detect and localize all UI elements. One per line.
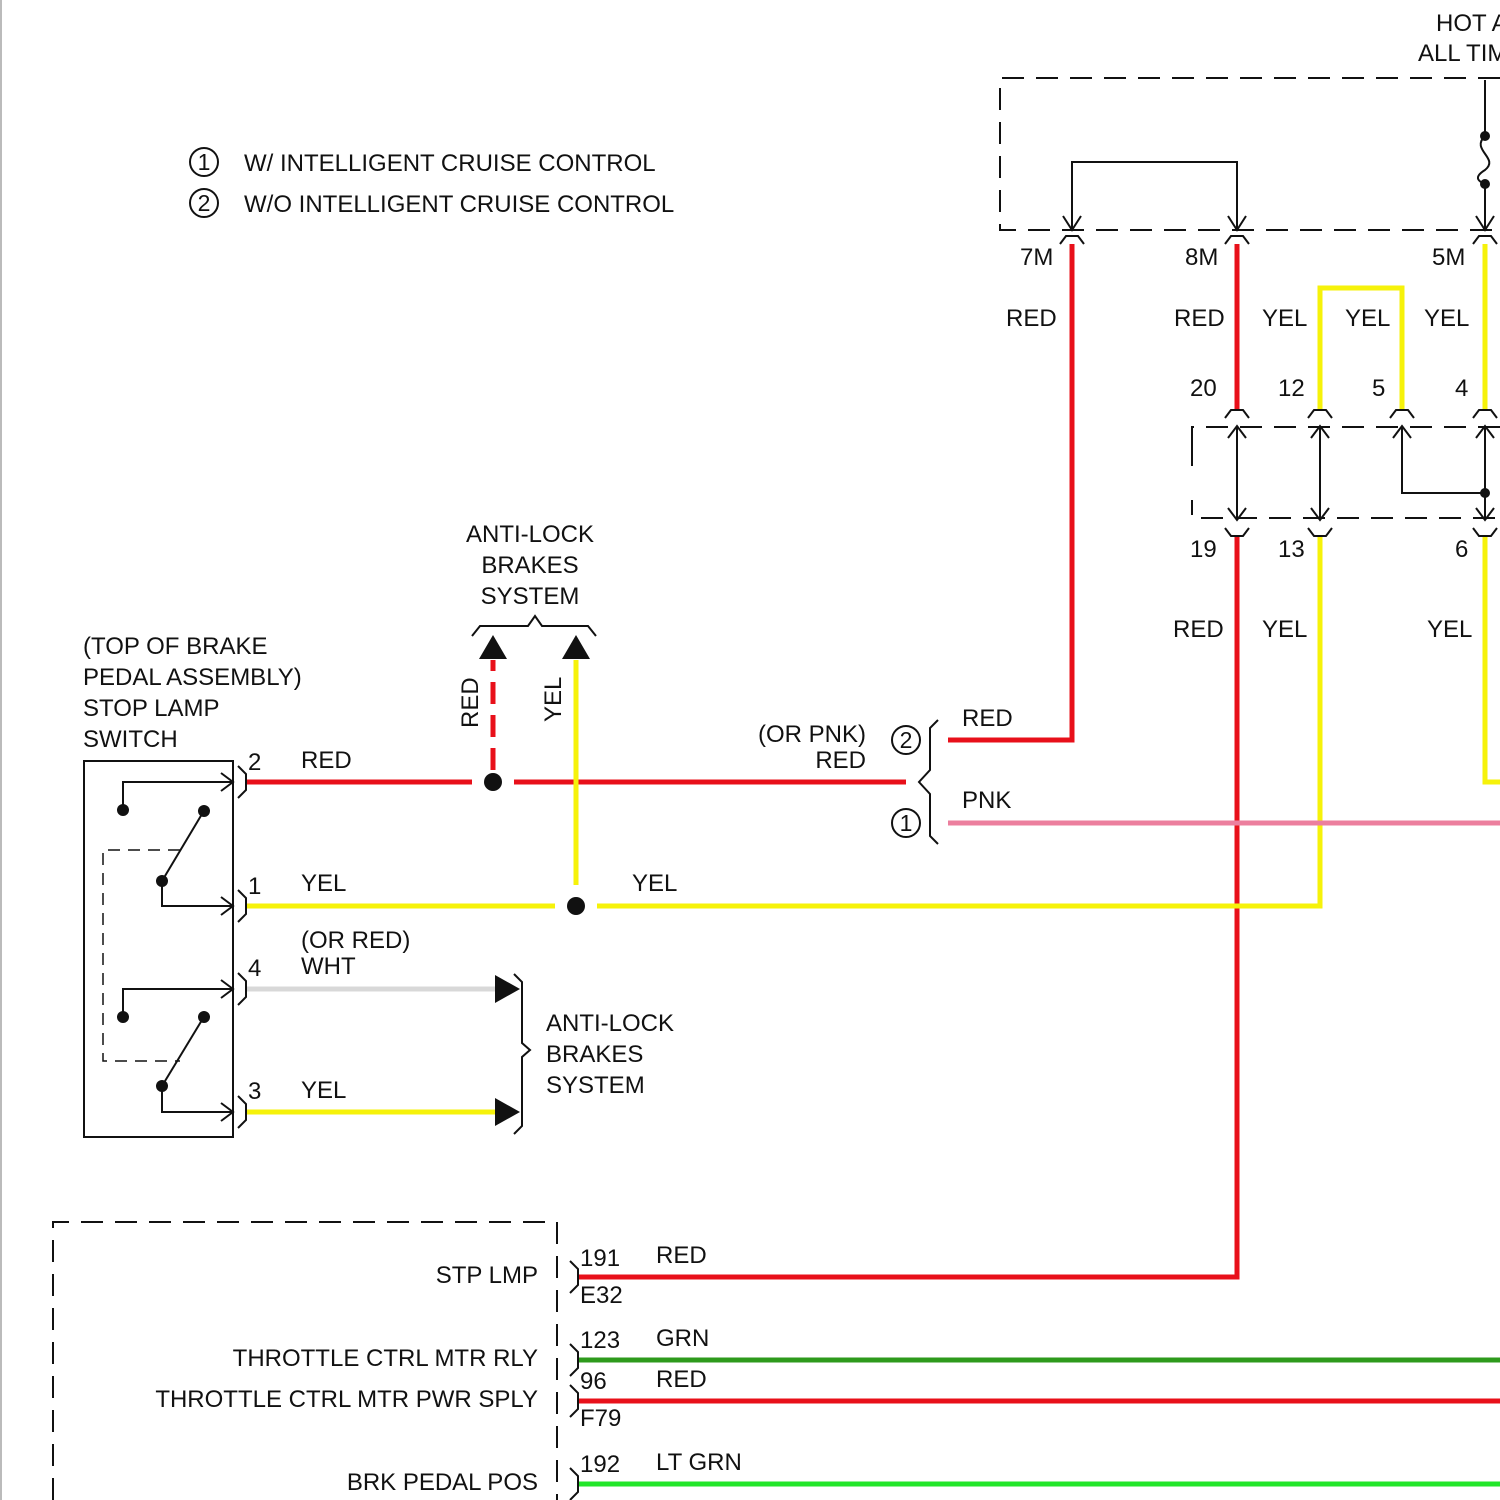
label-red-7m: RED <box>1006 305 1057 332</box>
label-or-pnk: (OR PNK) <box>758 721 866 748</box>
label-opt1-pnk: PNK <box>962 787 1011 814</box>
ecm-pin-96: 96 <box>580 1368 607 1395</box>
ecm-label-stp-lmp: STP LMP <box>436 1262 538 1289</box>
label-yel-6: YEL <box>1427 616 1472 643</box>
ecm-label-throttle-rly: THROTTLE CTRL MTR RLY <box>233 1345 538 1372</box>
ecm-pin-123: 123 <box>580 1327 620 1354</box>
label-yel-a: YEL <box>1262 305 1307 332</box>
switch-pin-3: 3 <box>248 1078 261 1105</box>
switch-pin-1: 1 <box>248 873 261 900</box>
label-or-red: (OR RED) <box>301 927 410 954</box>
ecm-wire-grn: GRN <box>656 1325 709 1352</box>
ecm-wire-lt-grn: LT GRN <box>656 1449 742 1476</box>
abs-bottom-line1: ANTI-LOCK <box>546 1010 674 1037</box>
abs-top-line3: SYSTEM <box>481 583 580 610</box>
label-yel-13: YEL <box>1262 616 1307 643</box>
pin-5: 5 <box>1372 375 1385 402</box>
label-yel-mid: YEL <box>632 870 677 897</box>
switch-pin-2: 2 <box>248 749 261 776</box>
label-yel-b: YEL <box>1345 305 1390 332</box>
switch-title-4: SWITCH <box>83 726 178 753</box>
switch-title-2: PEDAL ASSEMBLY) <box>83 664 302 691</box>
label-red-left: RED <box>815 747 866 774</box>
fuse-block: 7M 8M 5M <box>1000 78 1500 271</box>
splice-red <box>484 773 502 791</box>
pin-5m: 5M <box>1432 244 1465 271</box>
label-switch-yel1: YEL <box>301 870 346 897</box>
label-switch-red: RED <box>301 747 352 774</box>
label-red-19: RED <box>1173 616 1224 643</box>
switch-title-1: (TOP OF BRAKE <box>83 633 268 660</box>
wires <box>246 244 1500 1484</box>
label-yel-5m: YEL <box>1424 305 1469 332</box>
abs-bottom: ANTI-LOCK BRAKES SYSTEM <box>495 974 674 1134</box>
wire-13-yel <box>597 536 1320 906</box>
label-wht: WHT <box>301 953 356 980</box>
ecm-wire-red-96: RED <box>656 1366 707 1393</box>
option-2-num: 2 <box>900 727 913 753</box>
abs-top-red-label: RED <box>457 677 484 728</box>
legend-text-1: W/ INTELLIGENT CRUISE CONTROL <box>244 150 656 177</box>
wire-6-yel <box>1485 536 1500 782</box>
ecm-wire-red-191: RED <box>656 1242 707 1269</box>
ecm-pin-192: 192 <box>580 1451 620 1478</box>
abs-bottom-line2: BRAKES <box>546 1041 643 1068</box>
ecm-pin-191: 191 <box>580 1245 620 1272</box>
abs-top-line1: ANTI-LOCK <box>466 521 594 548</box>
ecm-conn-e32: E32 <box>580 1282 623 1309</box>
legend-num-1: 1 <box>198 149 211 175</box>
pin-6: 6 <box>1455 536 1468 563</box>
pin-20: 20 <box>1190 375 1217 402</box>
legend-text-2: W/O INTELLIGENT CRUISE CONTROL <box>244 191 674 218</box>
ecm-label-brk-pedal: BRK PEDAL POS <box>347 1469 538 1496</box>
abs-bottom-line3: SYSTEM <box>546 1072 645 1099</box>
switch-pin-4: 4 <box>248 955 261 982</box>
pin-12: 12 <box>1278 375 1305 402</box>
pin-4: 4 <box>1455 375 1468 402</box>
label-red-8m: RED <box>1174 305 1225 332</box>
pin-19: 19 <box>1190 536 1217 563</box>
pin-13: 13 <box>1278 536 1305 563</box>
label-switch-yel3: YEL <box>301 1077 346 1104</box>
pin-8m: 8M <box>1185 244 1218 271</box>
ecm-label-throttle-pwr: THROTTLE CTRL MTR PWR SPLY <box>155 1386 538 1413</box>
label-opt2-red: RED <box>962 705 1013 732</box>
pin-7m: 7M <box>1020 244 1053 271</box>
option-1-num: 1 <box>900 810 913 836</box>
legend-num-2: 2 <box>198 190 211 216</box>
ecm-conn-f79: F79 <box>580 1405 621 1432</box>
abs-top-yel-label: YEL <box>540 677 567 722</box>
hot-label-line2: ALL TIM <box>1418 40 1500 67</box>
legend: 1 W/ INTELLIGENT CRUISE CONTROL 2 W/O IN… <box>190 148 674 218</box>
abs-top-line2: BRAKES <box>481 552 578 579</box>
hot-label-line1: HOT A <box>1436 10 1500 37</box>
switch-title-3: STOP LAMP <box>83 695 220 722</box>
splice-yel <box>567 897 585 915</box>
